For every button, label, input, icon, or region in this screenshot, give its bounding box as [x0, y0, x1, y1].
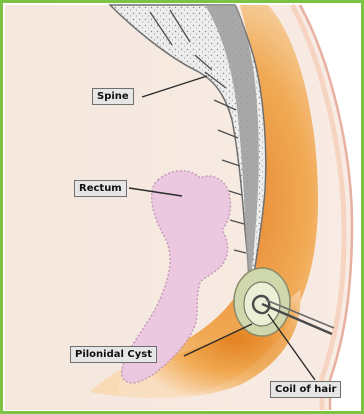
coil-of-hair-label: Coil of hair — [270, 381, 341, 398]
spine-label: Spine — [92, 88, 134, 105]
rectum-label: Rectum — [74, 180, 127, 197]
pilonidal-cyst-label: Pilonidal Cyst — [70, 346, 157, 363]
